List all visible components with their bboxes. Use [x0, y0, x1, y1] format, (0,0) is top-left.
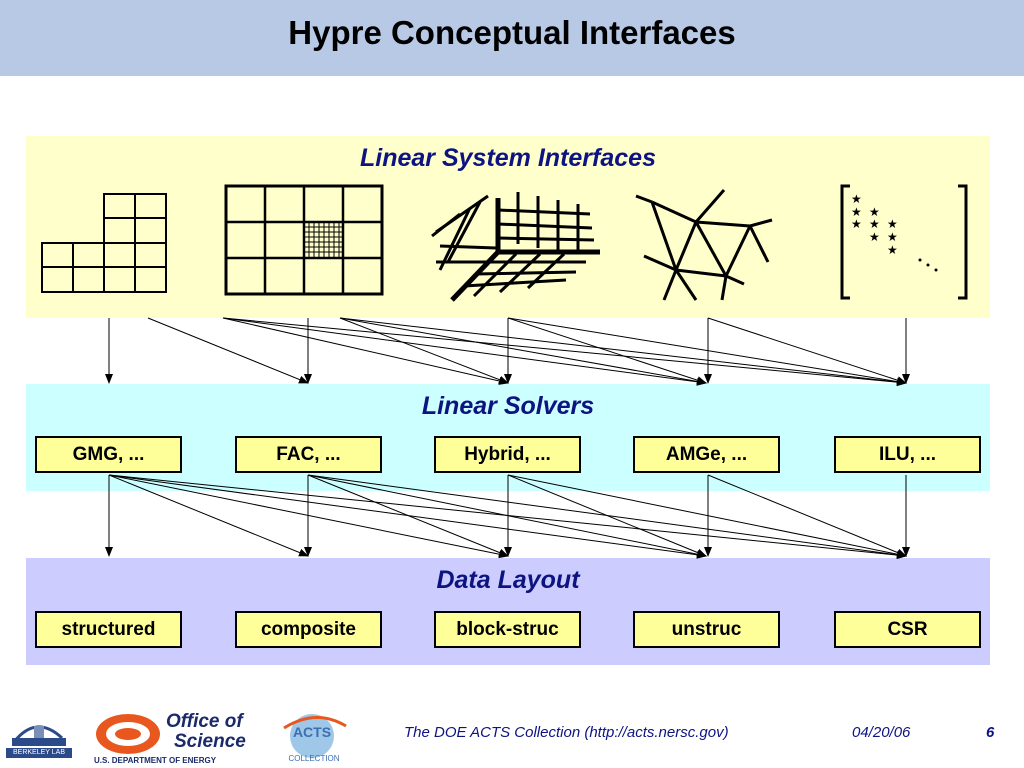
block-structured-grid-icon	[431, 192, 600, 302]
layout-box-composite: composite	[235, 611, 382, 648]
office-of-science-logo: Office of Science U.S. DEPARTMENT OF ENE…	[94, 712, 266, 766]
solver-box-ilu: ILU, ...	[834, 436, 981, 473]
office-of-label: Office of	[166, 711, 243, 732]
doe-label: U.S. DEPARTMENT OF ENERGY	[94, 756, 217, 765]
footer-date: 04/20/06	[852, 724, 911, 741]
solver-box-gmg: GMG, ...	[35, 436, 182, 473]
linear-solvers-heading: Linear Solvers	[421, 392, 595, 420]
structured-grid-icon	[41, 193, 167, 293]
linear-system-interfaces-panel: Linear System Interfaces	[26, 136, 990, 318]
svg-text:★: ★	[869, 217, 880, 231]
berkeley-lab-label: BERKELEY LAB	[6, 748, 72, 758]
berkeley-lab-emblem-icon	[12, 725, 66, 746]
layout-box-unstruc: unstruc	[633, 611, 780, 648]
acts-collection-label: COLLECTION	[288, 754, 340, 763]
composite-grid-icon	[224, 184, 384, 296]
svg-text:★: ★	[887, 230, 898, 244]
acts-globe-icon	[283, 714, 347, 758]
svg-text:★: ★	[869, 205, 880, 219]
svg-text:★: ★	[887, 217, 898, 231]
acts-collection-logo: ACTS COLLECTION	[276, 708, 352, 766]
doe-swirl-icon	[96, 714, 160, 754]
footer-collection-text: The DOE ACTS Collection (http://acts.ner…	[404, 724, 729, 741]
title-bar	[0, 0, 1024, 76]
data-layout-heading: Data Layout	[436, 566, 580, 594]
solver-box-fac: FAC, ...	[235, 436, 382, 473]
svg-text:★: ★	[869, 230, 880, 244]
acts-label: ACTS	[292, 724, 332, 740]
unstructured-grid-icon	[635, 189, 773, 301]
layout-box-block-struc: block-struc	[434, 611, 581, 648]
footer-page-number: 6	[986, 724, 995, 741]
svg-text:★: ★	[851, 192, 862, 206]
berkeley-lab-logo: BERKELEY LAB	[6, 708, 72, 758]
solver-box-hybrid: Hybrid, ...	[434, 436, 581, 473]
sparse-matrix-icon: ★ ★★ ★★★ ★★ ★	[840, 184, 968, 300]
svg-text:★: ★	[887, 243, 898, 257]
solver-box-amge: AMGe, ...	[633, 436, 780, 473]
layout-box-structured: structured	[35, 611, 182, 648]
layout-box-csr: CSR	[834, 611, 981, 648]
svg-text:★: ★	[851, 217, 862, 231]
science-label: Science	[174, 731, 246, 752]
page-title: Hypre Conceptual Interfaces	[288, 14, 736, 51]
linear-system-interfaces-heading: Linear System Interfaces	[360, 144, 656, 172]
svg-text:★: ★	[851, 205, 862, 219]
